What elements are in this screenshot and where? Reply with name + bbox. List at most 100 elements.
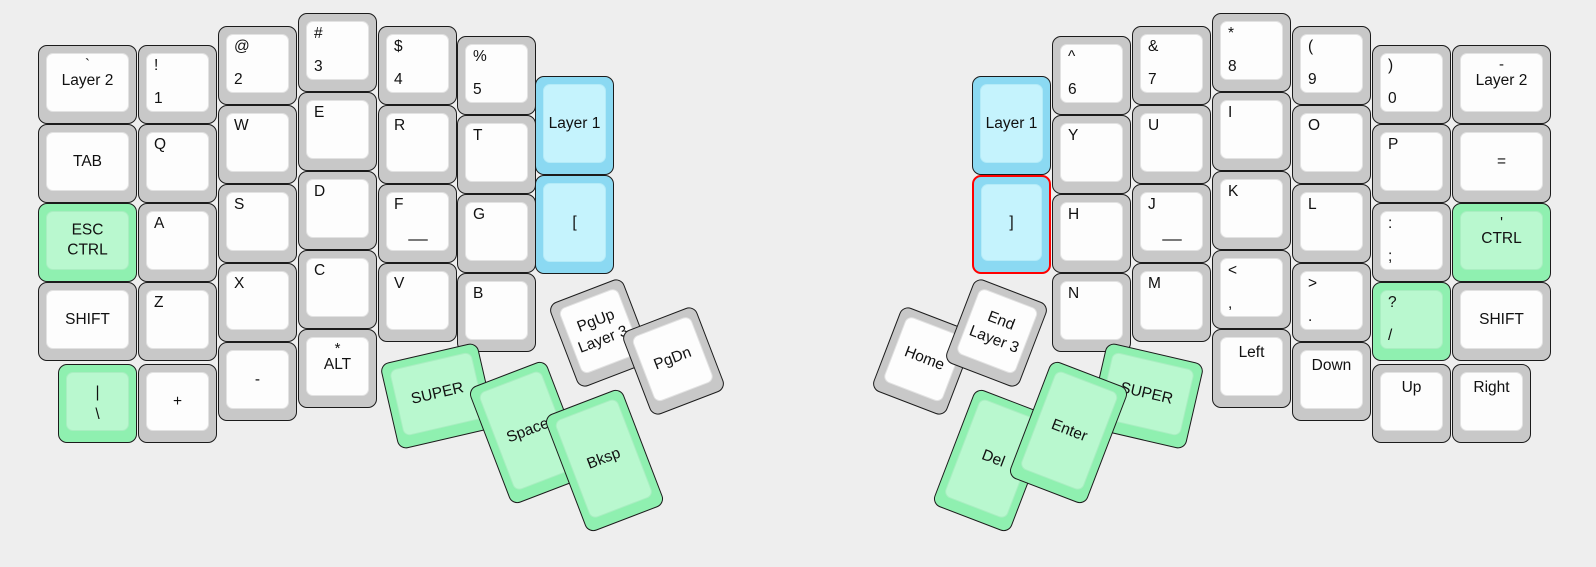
key-legend: PgDn [651, 343, 694, 374]
key-l-c5-r4[interactable]: V [378, 263, 457, 342]
key-legend: = [1496, 152, 1507, 170]
key-legend: Layer 2 [1475, 71, 1528, 89]
key-l-c3-r5[interactable]: - [218, 342, 297, 421]
key-legend: Bksp [584, 444, 623, 473]
key-legend-bottom: . [1308, 307, 1313, 325]
keycap-surface: Up [1380, 372, 1443, 431]
key-r-c2-r4[interactable]: N [1052, 273, 1131, 352]
key-l-c4-r3[interactable]: D [298, 171, 377, 250]
keycap-surface: G [465, 202, 528, 261]
key-legend: ALT [323, 355, 352, 373]
keycap-surface: ^6 [1060, 44, 1123, 103]
key-legend-top: ? [1388, 294, 1397, 311]
key-r-c1-r1[interactable]: Layer 1 [972, 76, 1051, 175]
key-l-c1-r2[interactable]: TAB [38, 124, 137, 203]
key-r-c6-r5[interactable]: Up [1372, 364, 1451, 443]
key-r-c7-r3[interactable]: 'CTRL [1452, 203, 1551, 282]
key-r-c7-r5[interactable]: Right [1452, 364, 1531, 443]
key-r-c3-r4[interactable]: M [1132, 263, 1211, 342]
key-l-c1-r3[interactable]: ESC CTRL [38, 203, 137, 282]
key-r-c6-r3[interactable]: :; [1372, 203, 1451, 282]
key-legend: Enter [1049, 415, 1090, 445]
key-l-c2-r2[interactable]: Q [138, 124, 217, 203]
keycap-surface: K [1220, 179, 1283, 238]
key-r-c4-r2[interactable]: I [1212, 92, 1291, 171]
keycap-surface: Y [1060, 123, 1123, 182]
key-l-c4-r1[interactable]: #3 [298, 13, 377, 92]
key-legend: Layer 1 [548, 114, 601, 132]
keycap-surface: J [1140, 192, 1203, 251]
key-legend-top: E [314, 104, 325, 121]
key-r-c3-r3[interactable]: J [1132, 184, 1211, 263]
key-l-c5-r2[interactable]: R [378, 105, 457, 184]
key-r-c4-r1[interactable]: *8 [1212, 13, 1291, 92]
key-r-c6-r1[interactable]: )0 [1372, 45, 1451, 124]
key-l-c7-r1[interactable]: Layer 1 [535, 76, 614, 175]
key-l-c6-r2[interactable]: T [457, 115, 536, 194]
key-l-c3-r4[interactable]: X [218, 263, 297, 342]
keycap-surface: P [1380, 132, 1443, 191]
key-r-c2-r3[interactable]: H [1052, 194, 1131, 273]
key-r-c5-r5[interactable]: Down [1292, 342, 1371, 421]
key-legend-bottom: , [1228, 294, 1233, 312]
key-legend-symbol: ' [1500, 214, 1503, 231]
key-r-c5-r3[interactable]: L [1292, 184, 1371, 263]
key-l-c2-r3[interactable]: A [138, 203, 217, 282]
key-l-c5-r1[interactable]: $4 [378, 26, 457, 105]
key-r-c4-r3[interactable]: K [1212, 171, 1291, 250]
key-r-c3-r1[interactable]: &7 [1132, 26, 1211, 105]
keycap-surface: <, [1220, 258, 1283, 317]
key-l-c3-r3[interactable]: S [218, 184, 297, 263]
key-legend-top: > [1308, 275, 1318, 292]
key-l-c2-r1[interactable]: !1 [138, 45, 217, 124]
keycap-surface: >. [1300, 271, 1363, 330]
key-r-c5-r1[interactable]: (9 [1292, 26, 1371, 105]
key-l-c1-r1[interactable]: `Layer 2 [38, 45, 137, 124]
key-r-c6-r2[interactable]: P [1372, 124, 1451, 203]
key-r-c2-r2[interactable]: Y [1052, 115, 1131, 194]
homing-bar-icon [1161, 238, 1182, 241]
key-l-c4-r2[interactable]: E [298, 92, 377, 171]
key-l-c7-r2[interactable]: [ [535, 175, 614, 274]
keycap-surface: Down [1300, 350, 1363, 409]
key-r-c4-r5[interactable]: Left [1212, 329, 1291, 408]
key-l-c4-r5[interactable]: *ALT [298, 329, 377, 408]
key-r-c6-r4[interactable]: ?/ [1372, 282, 1451, 361]
key-legend-bottom: \ [95, 406, 100, 423]
keycap-surface: W [226, 113, 289, 172]
key-l-c1-r5[interactable]: |\ [58, 364, 137, 443]
keycap-surface: SHIFT [1460, 290, 1543, 349]
key-l-c2-r4[interactable]: Z [138, 282, 217, 361]
key-l-c3-r1[interactable]: @2 [218, 26, 297, 105]
key-legend-top: S [234, 196, 245, 213]
key-l-c1-r4[interactable]: SHIFT [38, 282, 137, 361]
key-r-c5-r2[interactable]: O [1292, 105, 1371, 184]
key-l-c3-r2[interactable]: W [218, 105, 297, 184]
key-r-c1-r2[interactable]: ] [972, 175, 1051, 274]
key-legend-symbol: * [334, 340, 341, 357]
key-r-c4-r4[interactable]: <, [1212, 250, 1291, 329]
keycap-surface: + [146, 372, 209, 431]
key-l-c5-r3[interactable]: F [378, 184, 457, 263]
key-legend-top: R [394, 117, 406, 134]
key-legend-top: D [314, 183, 326, 200]
key-r-c3-r2[interactable]: U [1132, 105, 1211, 184]
key-legend-top: N [1068, 285, 1080, 302]
key-legend: Layer 2 [61, 71, 114, 89]
key-l-c6-r1[interactable]: %5 [457, 36, 536, 115]
key-l-c4-r4[interactable]: C [298, 250, 377, 329]
keycap-surface: #3 [306, 21, 369, 80]
key-l-c2-r5[interactable]: + [138, 364, 217, 443]
key-l-c6-r3[interactable]: G [457, 194, 536, 273]
key-r-c2-r1[interactable]: ^6 [1052, 36, 1131, 115]
key-r-c5-r4[interactable]: >. [1292, 263, 1371, 342]
keycap-surface: - [226, 350, 289, 409]
key-l-c6-r4[interactable]: B [457, 273, 536, 352]
key-l-t-bksp[interactable]: Bksp [543, 387, 666, 534]
key-legend: + [172, 392, 183, 410]
key-legend: Up [1401, 379, 1422, 396]
key-r-c7-r4[interactable]: SHIFT [1452, 282, 1551, 361]
key-r-c7-r1[interactable]: -Layer 2 [1452, 45, 1551, 124]
key-r-c7-r2[interactable]: = [1452, 124, 1551, 203]
keycap-surface: End Layer 3 [955, 287, 1040, 376]
